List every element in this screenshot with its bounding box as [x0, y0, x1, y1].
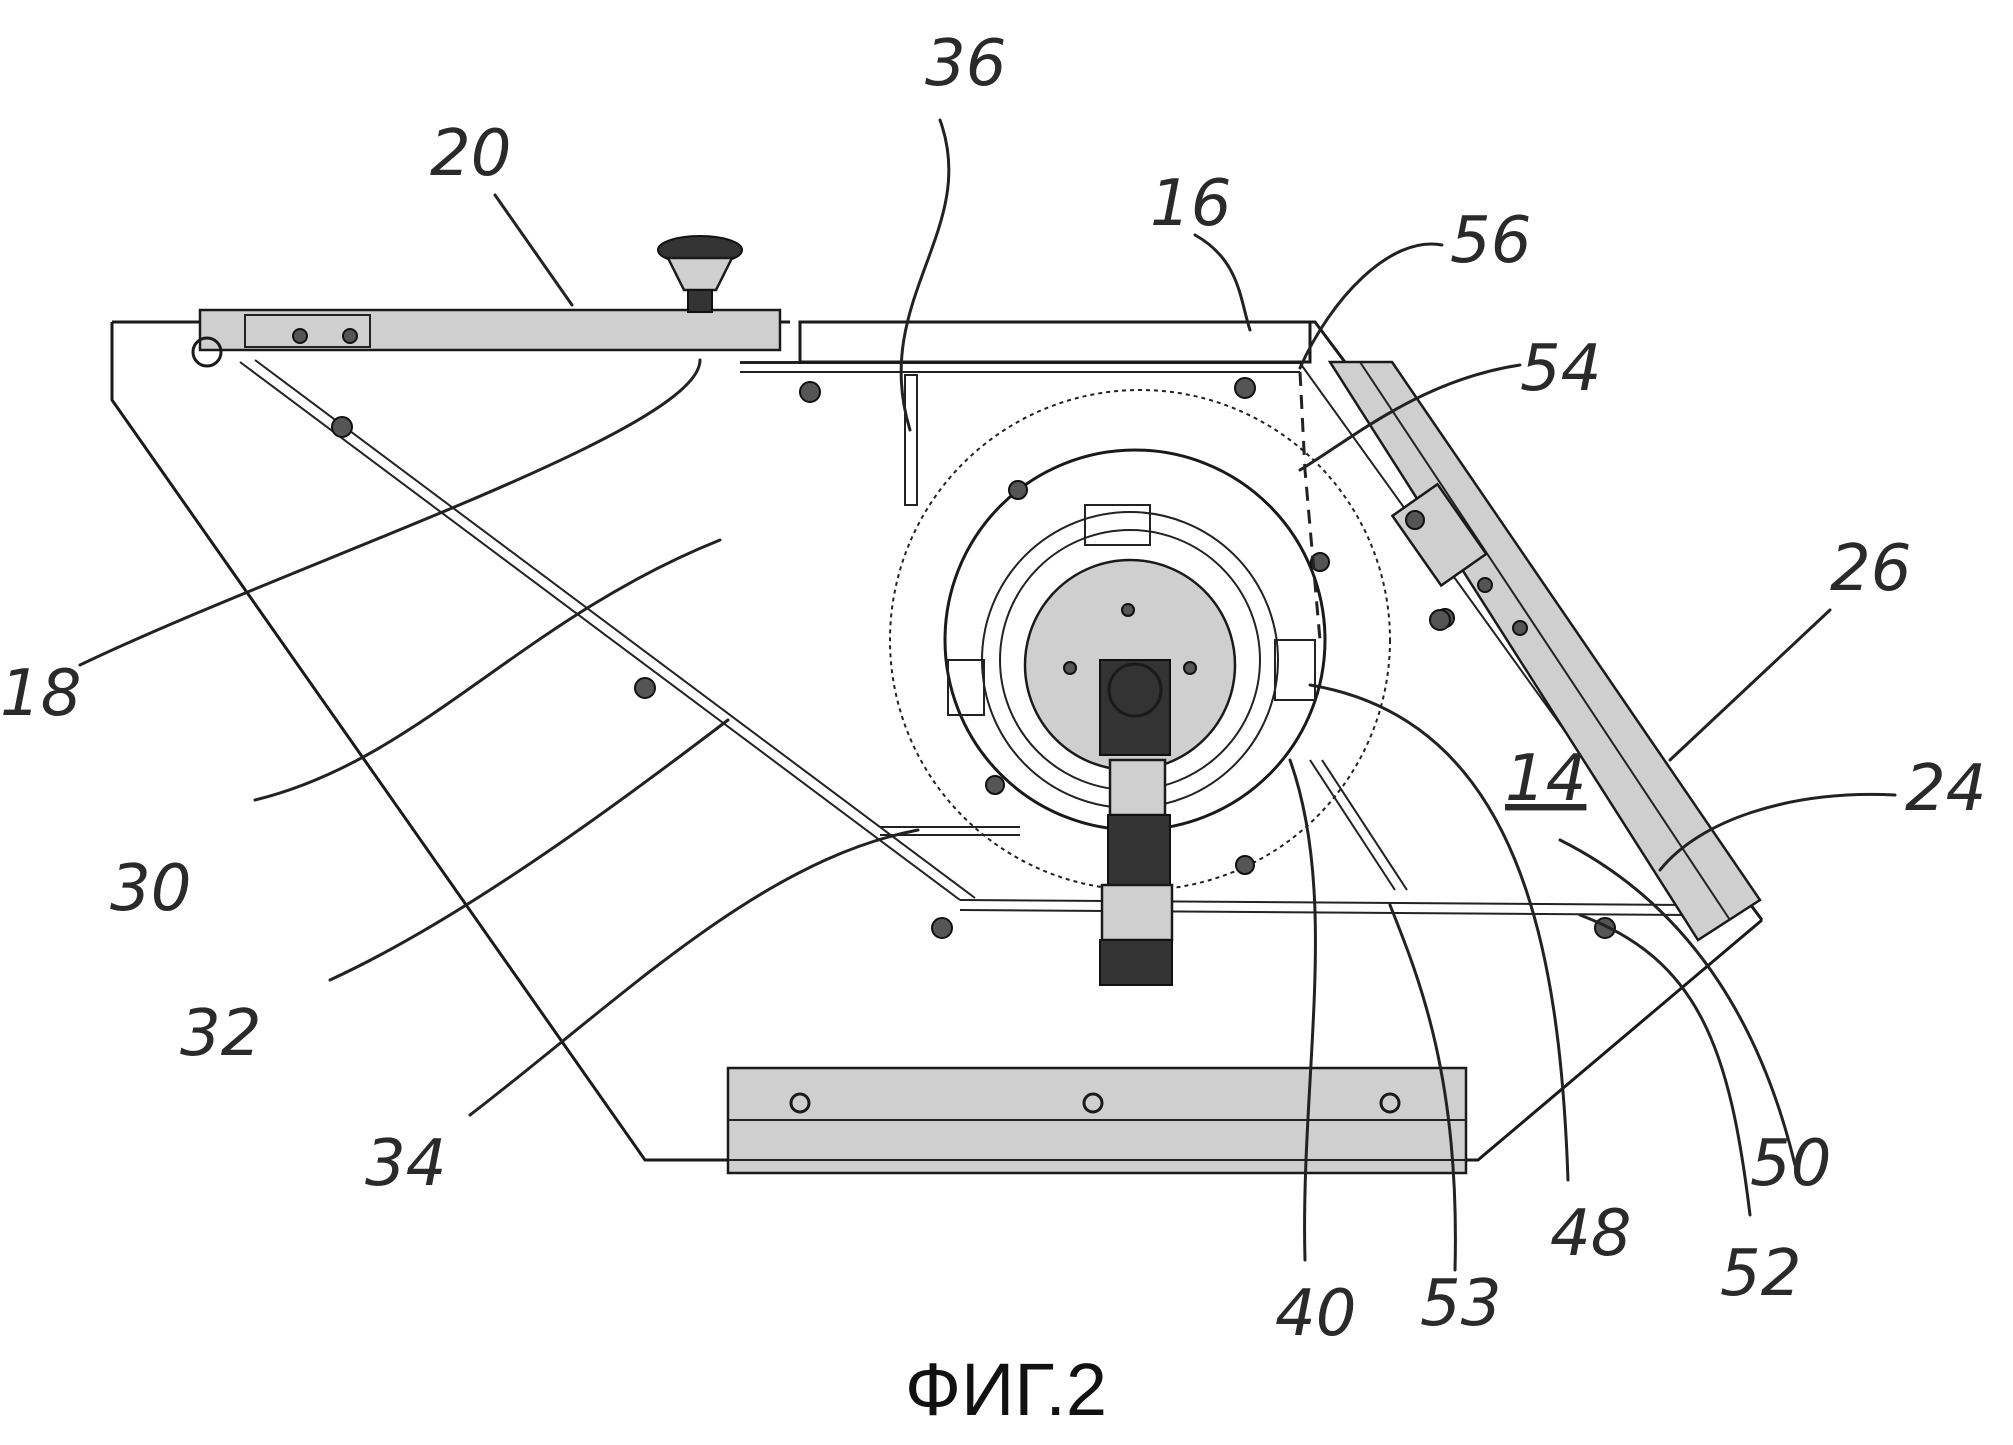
bolt: [1121, 603, 1135, 617]
bolt: [1429, 609, 1451, 631]
housing-lower-outline: [110, 322, 1763, 1162]
leader-56: [1298, 242, 1444, 370]
chute-plate: [1327, 360, 1762, 942]
leader-26: [1668, 608, 1832, 762]
diagonal-brace: [239, 361, 961, 901]
leader-lines: [78, 118, 1897, 1272]
mount-hole-icon: [1379, 1092, 1401, 1114]
bolt: [1477, 577, 1493, 593]
bolt: [1405, 510, 1425, 530]
bolt: [634, 677, 656, 699]
bolt: [985, 775, 1005, 795]
chute-edge: [1359, 361, 1731, 921]
label-53: 53: [1420, 1267, 1501, 1341]
leader-50: [1558, 838, 1797, 1167]
leader-18: [78, 358, 702, 667]
top-plate: [798, 320, 1312, 364]
rotor-arm: [1099, 659, 1171, 756]
leader-16: [1193, 233, 1252, 332]
housing: [110, 320, 1764, 1162]
mount-hole-icon: [1082, 1092, 1104, 1114]
leader-40: [1288, 758, 1317, 1262]
rotor-tab: [947, 659, 985, 716]
bolt: [292, 328, 308, 344]
arm-link: [1100, 883, 1174, 942]
label-40: 40: [1275, 1277, 1356, 1351]
label-18: 18: [0, 657, 81, 731]
dashed-flap: [1298, 371, 1322, 641]
knob-neck: [665, 256, 735, 292]
bolt: [799, 381, 821, 403]
frame-bolts: [331, 377, 1616, 939]
bolt: [331, 416, 353, 438]
label-54: 54: [1520, 332, 1601, 406]
leader-30: [253, 538, 722, 802]
rotor-assembly: [880, 371, 1408, 986]
link-bar-inner: [1321, 759, 1408, 891]
divider-plate: [904, 374, 918, 506]
label-48: 48: [1550, 1197, 1631, 1271]
label-34: 34: [365, 1127, 446, 1201]
bolt: [1183, 661, 1197, 675]
label-36: 36: [925, 27, 1006, 101]
label-24: 24: [1905, 752, 1986, 826]
bottom-rail-inner: [959, 909, 1691, 916]
leader-52: [1578, 913, 1752, 1217]
leader-20: [493, 193, 574, 307]
label-20: 20: [430, 117, 511, 191]
hinge-plate: [244, 314, 371, 348]
bolt: [1063, 661, 1077, 675]
bolt: [342, 328, 358, 344]
bolt: [1512, 620, 1528, 636]
label-50: 50: [1750, 1127, 1831, 1201]
top-assembly: [191, 235, 1312, 506]
label-16: 16: [1150, 167, 1231, 241]
label-14: 14: [1505, 742, 1586, 816]
leader-54: [1298, 363, 1522, 472]
leader-53: [1388, 903, 1457, 1272]
leader-48: [1308, 683, 1570, 1182]
label-32: 32: [180, 997, 261, 1071]
bolt: [931, 917, 953, 939]
arm-end: [1099, 939, 1173, 986]
mount-hole-icon: [789, 1092, 811, 1114]
leader-32: [328, 718, 730, 982]
arm-link: [1108, 758, 1167, 817]
bolt: [1234, 377, 1256, 399]
bolt: [1310, 552, 1330, 572]
rotor-tab: [1084, 504, 1151, 546]
label-26: 26: [1830, 532, 1911, 606]
link-bar: [1309, 759, 1396, 891]
reference-numerals: 20 36 16 56 54 18 26 24 14 30 32 34 50 4…: [0, 27, 1986, 1351]
chute: [1327, 360, 1762, 942]
hub-bearing-icon: [1107, 662, 1163, 718]
bolt: [1235, 855, 1255, 875]
mounting-rail: [726, 1066, 1468, 1175]
leader-24: [1658, 792, 1897, 872]
label-56: 56: [1450, 204, 1531, 278]
leader-34: [468, 828, 920, 1117]
knob-latch: [687, 289, 713, 313]
hinge-pin-icon: [191, 336, 223, 368]
diagonal-brace-inner: [254, 359, 976, 899]
label-30: 30: [110, 852, 191, 926]
bolt: [1008, 480, 1028, 500]
label-52: 52: [1720, 1237, 1801, 1311]
arm-link-dark: [1107, 814, 1171, 886]
housing-right-outline: [800, 320, 1764, 921]
leader-36: [899, 118, 951, 432]
rotor-tab: [1274, 639, 1316, 701]
bottom-rail: [959, 899, 1691, 906]
figure-caption: ФИГ.2: [905, 1348, 1107, 1431]
chute-bracket: [1390, 482, 1488, 588]
